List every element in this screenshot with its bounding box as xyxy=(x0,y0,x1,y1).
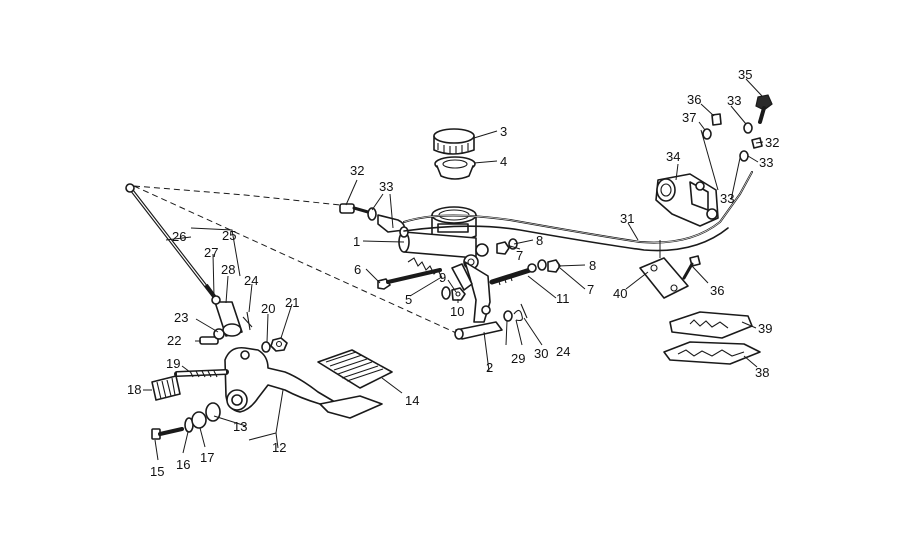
callout-24b: 24 xyxy=(556,344,570,359)
callout-2: 2 xyxy=(486,360,493,375)
caliper-34 xyxy=(655,173,719,227)
callout-15: 15 xyxy=(150,464,164,479)
callout-20: 20 xyxy=(261,301,275,316)
bush-18 xyxy=(151,375,181,401)
leader-lines xyxy=(143,78,764,461)
callout-12: 12 xyxy=(272,440,286,455)
callout-32a: 32 xyxy=(350,163,364,178)
callout-6: 6 xyxy=(354,262,361,277)
washer-33d xyxy=(739,150,749,162)
callout-17: 17 xyxy=(200,450,214,465)
reservoir-cap-3 xyxy=(433,128,475,155)
callout-36a: 36 xyxy=(687,92,701,107)
callout-34: 34 xyxy=(666,149,680,164)
callout-5: 5 xyxy=(405,292,412,307)
callout-33c: 33 xyxy=(759,155,773,170)
spacer-17 xyxy=(191,411,207,429)
callout-40: 40 xyxy=(613,286,627,301)
callout-39: 39 xyxy=(758,321,772,336)
callout-33a: 33 xyxy=(379,179,393,194)
pivot-pin-19 xyxy=(174,369,229,378)
callout-38: 38 xyxy=(755,365,769,380)
callout-36b: 36 xyxy=(710,283,724,298)
brake-pad-39 xyxy=(669,311,753,339)
bleeder-36 xyxy=(711,113,722,126)
link-bracket xyxy=(451,263,473,291)
callout-4: 4 xyxy=(500,154,507,169)
nut-21 xyxy=(270,337,288,352)
callout-16: 16 xyxy=(176,457,190,472)
callout-11: 11 xyxy=(556,291,570,306)
callout-1: 1 xyxy=(353,234,360,249)
brake-pad-38 xyxy=(663,341,761,365)
clevis-28 xyxy=(211,295,253,337)
callout-10: 10 xyxy=(450,304,464,319)
washer-29 xyxy=(503,310,513,322)
callout-24a: 24 xyxy=(244,273,258,288)
caliper-bracket-40 xyxy=(639,240,689,299)
callout-19: 19 xyxy=(166,356,180,371)
pedal-rubber-14 xyxy=(317,349,393,389)
washer-33a xyxy=(367,207,377,221)
callout-3: 3 xyxy=(500,124,507,139)
callout-33b: 33 xyxy=(727,93,741,108)
callout-22: 22 xyxy=(167,333,181,348)
brake-pedal-12 xyxy=(224,346,383,419)
callout-28: 28 xyxy=(221,262,235,277)
callout-25: 25 xyxy=(222,228,236,243)
diaphragm-4 xyxy=(434,156,476,180)
callout-31: 31 xyxy=(620,211,634,226)
washer-33c xyxy=(743,122,753,134)
washer-20 xyxy=(261,341,271,353)
callout-13: 13 xyxy=(233,419,247,434)
callout-14: 14 xyxy=(405,393,419,408)
callout-32b: 32 xyxy=(765,135,779,150)
bush-13 xyxy=(205,402,221,422)
brake-hose-31-lower xyxy=(403,225,729,252)
callout-37: 37 xyxy=(682,110,696,125)
callout-26: 26 xyxy=(172,229,186,244)
nut-7a xyxy=(496,241,510,255)
callout-8a: 8 xyxy=(536,233,543,248)
bolt-36b xyxy=(682,255,701,280)
washer-37 xyxy=(702,128,712,140)
bolt-6 xyxy=(377,268,442,290)
bolt-15 xyxy=(151,427,184,440)
bolt-11 xyxy=(489,263,537,286)
clevis-pin-22 xyxy=(199,328,225,345)
split-pin-24 xyxy=(520,303,528,319)
callout-27: 27 xyxy=(204,245,218,260)
callout-8b: 8 xyxy=(589,258,596,273)
assembly-line-rod xyxy=(133,185,466,338)
callout-23: 23 xyxy=(174,310,188,325)
callout-35: 35 xyxy=(738,67,752,82)
hose-fitting-35 xyxy=(755,94,773,124)
callout-18: 18 xyxy=(127,382,141,397)
callout-21: 21 xyxy=(285,295,299,310)
callout-30: 30 xyxy=(534,346,548,361)
callout-33d: 33 xyxy=(720,191,734,206)
banjo-fitting xyxy=(377,214,406,233)
washer-8b xyxy=(537,259,547,271)
banjo-bolt-32 xyxy=(339,203,370,214)
clip-30 xyxy=(513,309,523,322)
callout-7b: 7 xyxy=(587,282,594,297)
callout-29: 29 xyxy=(511,351,525,366)
washer-9 xyxy=(441,286,451,300)
nut-7b xyxy=(547,259,561,273)
callout-labels: 1 2 3 4 5 6 7 7 8 8 9 10 11 12 13 14 15 … xyxy=(127,67,779,479)
callout-7a: 7 xyxy=(516,248,523,263)
washer-33b xyxy=(399,226,409,238)
master-cylinder-1 xyxy=(398,206,489,270)
callout-9: 9 xyxy=(439,270,446,285)
